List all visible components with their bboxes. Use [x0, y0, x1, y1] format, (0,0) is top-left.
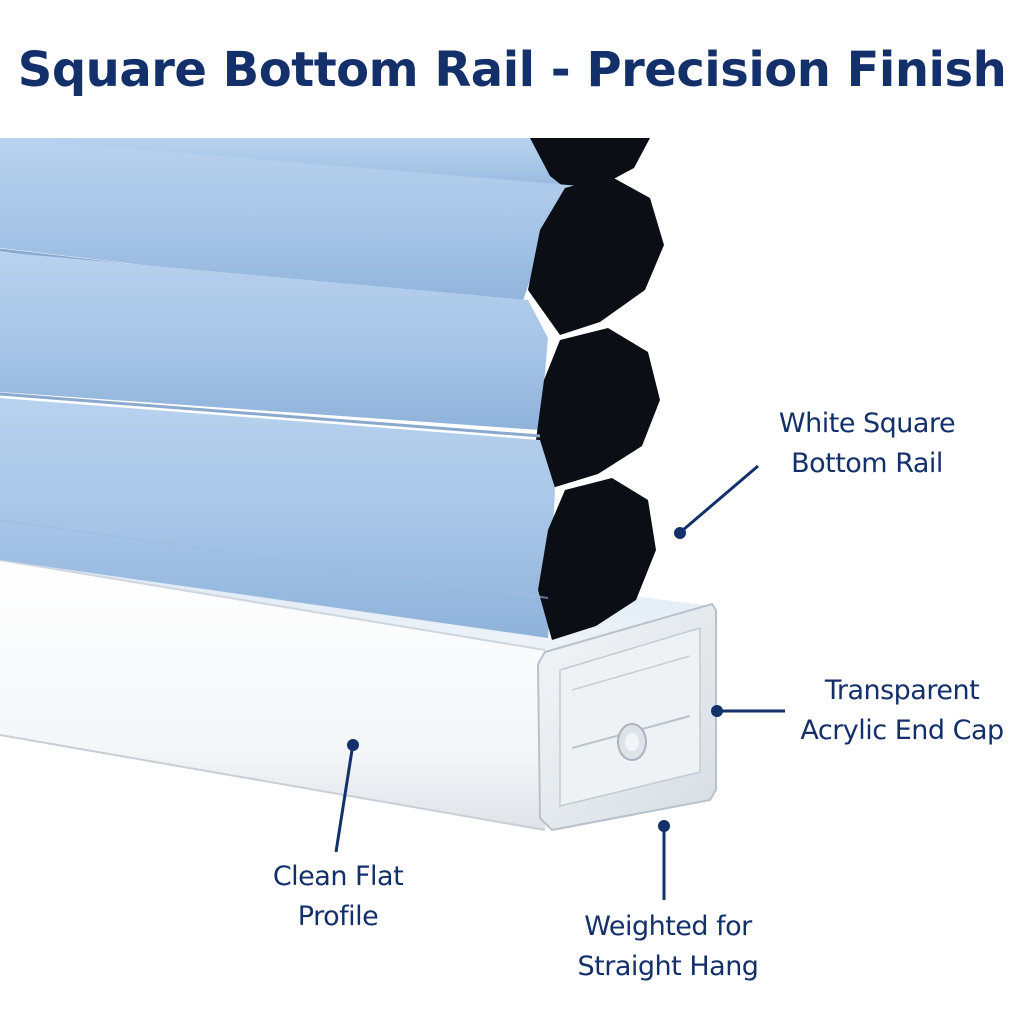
callout-weighted-straight-hang: Weighted for Straight Hang — [550, 907, 786, 987]
cell-interior — [536, 328, 660, 488]
callout-line: Acrylic End Cap — [800, 715, 1004, 746]
cell-interior — [528, 176, 664, 335]
callout-line: Bottom Rail — [791, 448, 943, 479]
callout-clean-flat-profile: Clean Flat Profile — [238, 857, 438, 937]
callout-line: Clean Flat — [272, 861, 404, 892]
acrylic-end-cap — [536, 602, 717, 832]
callout-line: Profile — [297, 901, 379, 932]
cell-interior — [538, 478, 656, 640]
callout-transparent-end-cap: Transparent Acrylic End Cap — [782, 671, 1022, 751]
cell-interior — [530, 138, 650, 198]
page-title: Square Bottom Rail - Precision Finish — [17, 42, 1007, 98]
callout-line: Straight Hang — [577, 951, 759, 982]
callout-leaders — [334, 464, 785, 900]
callout-line: Weighted for — [584, 911, 752, 942]
callout-line: Transparent — [824, 675, 980, 706]
callout-white-square-bottom-rail: White Square Bottom Rail — [760, 404, 974, 484]
callout-line: White Square — [778, 408, 956, 439]
cellular-fabric — [0, 138, 664, 640]
